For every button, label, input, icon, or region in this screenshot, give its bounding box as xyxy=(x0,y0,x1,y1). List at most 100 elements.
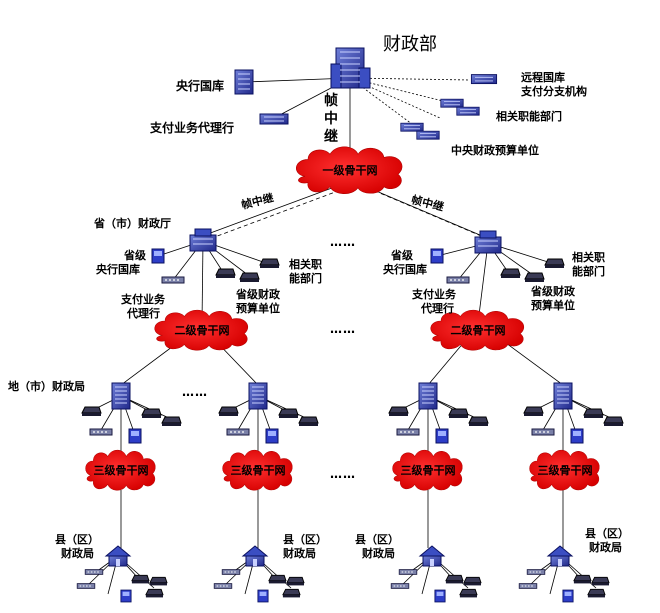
province-left-agent-1: 支付业务 xyxy=(121,293,165,306)
province-L-hub-icon xyxy=(161,276,185,284)
province-L-link-backbone xyxy=(201,240,204,324)
county-3-label-1: 县（区） xyxy=(355,533,399,546)
province-right-budget-1: 省级财政 xyxy=(531,285,575,298)
city-2-modem-icon-3 xyxy=(298,416,319,427)
central-budget-building-icon-1 xyxy=(400,122,424,132)
central-bank-label: 央行国库 xyxy=(176,79,225,93)
county-4-modem-icon-1 xyxy=(573,574,592,584)
city-4-modem-icon-2 xyxy=(583,408,604,419)
province-R-level2-backbone-cloud-label: 二级骨干网 xyxy=(451,323,506,337)
city-1-modem-icon-1 xyxy=(81,406,102,417)
province-right-agent-2: 代理行 xyxy=(421,302,454,315)
related-depts-label: 相关职能部门 xyxy=(496,110,562,123)
city-3-hub-icon xyxy=(396,428,420,436)
county-4-hub-icon-1 xyxy=(526,569,546,575)
city-1-building-icon xyxy=(111,382,131,410)
remote-treasury-building-icon xyxy=(470,74,498,85)
county-3-terminal-icon xyxy=(434,589,446,603)
remote-treasury-label-1: 远程国库 xyxy=(521,71,565,84)
province-R-bank-terminal-icon xyxy=(430,248,444,264)
trunk-left-a xyxy=(204,184,341,236)
city-4-hub-icon xyxy=(531,428,555,436)
province-right-related-1: 相关职 xyxy=(572,251,605,264)
ellipsis-city: …… xyxy=(182,385,208,399)
county-2-hub-icon-1 xyxy=(221,569,241,575)
ellipsis-level2: …… xyxy=(330,322,356,336)
city-name-label: 地（市）财政局 xyxy=(8,380,85,393)
province-R-link-backbone xyxy=(477,242,489,324)
city-2-modem-icon-1 xyxy=(218,406,239,417)
county-2-terminal-icon xyxy=(257,589,269,603)
province-right-budget-2: 预算单位 xyxy=(531,299,575,312)
trunk-right-b xyxy=(367,187,494,242)
province-L-modem-icon-3 xyxy=(259,258,280,269)
trunk-left-b xyxy=(211,187,347,239)
remote-treasury-label-2: 支付分支机构 xyxy=(521,85,587,98)
county-1-hub-icon-2 xyxy=(76,583,96,589)
province-R-modem-icon-3 xyxy=(544,258,565,269)
county-3-hub-icon-1 xyxy=(398,569,418,575)
city-2-building-icon xyxy=(248,382,268,410)
central-budget-label: 中央财政预算单位 xyxy=(451,144,539,157)
province-right-bank-1: 省级 xyxy=(391,249,413,262)
page-title: 财政部 xyxy=(383,34,437,55)
province-left-agent-2: 代理行 xyxy=(127,307,160,320)
county-1-hub-icon-1 xyxy=(84,569,104,575)
province-L-level2-backbone-cloud: 二级骨干网 xyxy=(154,309,249,351)
county-2-label-1: 县（区） xyxy=(283,533,327,546)
relay-char-3: 继 xyxy=(324,129,338,145)
county-1-building-icon xyxy=(105,545,131,567)
province-right-agent-1: 支付业务 xyxy=(412,288,456,301)
city-4-building-icon xyxy=(553,382,573,410)
province-right-related-2: 能部门 xyxy=(572,265,605,278)
level1-backbone-cloud: 一级骨干网 xyxy=(296,146,403,194)
city-3-modem-icon-3 xyxy=(468,416,489,427)
province-left-bank-1: 省级 xyxy=(124,249,146,262)
city-2-terminal-icon xyxy=(265,428,279,444)
county-1-label-1: 县（区） xyxy=(55,533,99,546)
city-3-modem-icon-1 xyxy=(388,406,409,417)
county-2-label-2: 财政局 xyxy=(283,547,316,560)
link-ministry-budget xyxy=(349,77,421,131)
county-3-label-2: 财政局 xyxy=(362,547,395,560)
ministry-building-icon xyxy=(330,47,371,89)
city-4-level3-backbone-cloud-label: 三级骨干网 xyxy=(538,463,593,477)
county-4-label-2: 财政局 xyxy=(589,541,622,554)
ellipsis-county: …… xyxy=(330,467,356,481)
county-3-modem-icon-1 xyxy=(445,574,464,584)
county-1-terminal-icon xyxy=(120,589,132,603)
city-4-modem-icon-1 xyxy=(523,406,544,417)
city-2-modem-icon-2 xyxy=(278,408,299,419)
province-right-bank-2: 央行国库 xyxy=(383,263,427,276)
city-3-building-icon xyxy=(418,382,438,410)
city-4-terminal-icon xyxy=(570,428,584,444)
county-4-hub-icon-2 xyxy=(518,583,538,589)
county-2-building-icon xyxy=(242,545,268,567)
city-3-modem-icon-2 xyxy=(448,408,469,419)
county-4-building-icon xyxy=(547,545,573,567)
city-3-terminal-icon xyxy=(435,428,449,444)
county-2-modem-icon-1 xyxy=(268,574,287,584)
county-2-modem-icon-2 xyxy=(286,576,305,586)
relay-char-1: 帧 xyxy=(324,93,338,109)
county-2-modem-icon-3 xyxy=(282,588,301,598)
county-1-modem-icon-1 xyxy=(131,574,150,584)
relay-vertical-label: 帧 中 继 xyxy=(323,92,339,146)
county-3-building-icon xyxy=(419,545,445,567)
trunk-right-a xyxy=(361,184,488,239)
county-3-modem-icon-2 xyxy=(463,576,482,586)
province-L-modem-icon-1 xyxy=(215,268,236,279)
county-3-modem-icon-3 xyxy=(459,588,478,598)
city-1-modem-icon-3 xyxy=(161,416,182,427)
related-dept-building-icon-1 xyxy=(440,98,464,108)
county-1-label-2: 财政局 xyxy=(61,547,94,560)
county-1-modem-icon-2 xyxy=(149,576,168,586)
province-left-budget-2: 预算单位 xyxy=(236,302,280,315)
city-2-level3-backbone-cloud: 三级骨干网 xyxy=(222,449,293,491)
province-R-modem-icon-2 xyxy=(524,272,545,283)
central-budget-building-icon-2 xyxy=(416,130,440,140)
city-1-modem-icon-2 xyxy=(141,408,162,419)
province-left-budget-1: 省级财政 xyxy=(236,288,280,301)
